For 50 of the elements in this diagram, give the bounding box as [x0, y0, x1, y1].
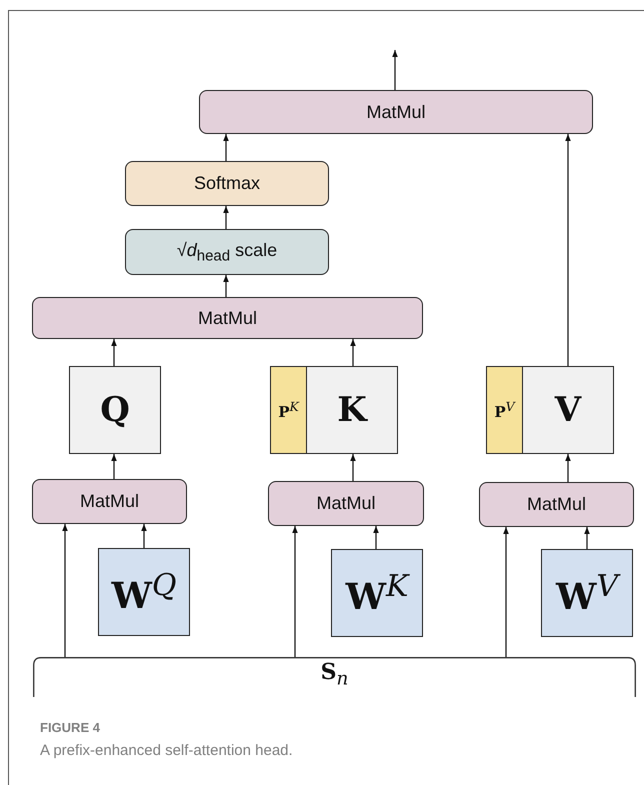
math-symbol: W$^{V}$	[556, 568, 618, 618]
operation-box	[268, 481, 424, 526]
operation-label: MatMul	[80, 491, 139, 512]
operation-box	[32, 297, 423, 339]
arrow	[584, 527, 590, 549]
arrow	[62, 524, 68, 657]
arrow	[350, 339, 356, 366]
prefix-box	[486, 366, 523, 454]
math-symbol: S$_{n}$	[320, 658, 348, 690]
weight-matrix-box	[98, 548, 190, 636]
operation-label: MatMul	[366, 102, 426, 122]
math-symbol: W$^{Q}$	[111, 568, 177, 616]
math-symbol: W$^{K}$	[346, 568, 408, 618]
arrow	[141, 524, 147, 548]
operation-box	[125, 229, 329, 275]
math-symbol: P$^{K}$	[278, 399, 299, 421]
matrix-box	[69, 366, 161, 454]
input-bracket	[33, 657, 636, 697]
arrow	[565, 134, 571, 366]
math-symbol: K	[337, 390, 367, 430]
arrow	[373, 526, 379, 549]
caption: A prefix-enhanced self-attention head.	[40, 742, 293, 759]
math-symbol: V	[554, 390, 582, 430]
figure-number: FIGURE 4	[40, 720, 100, 735]
operation-label: Softmax	[194, 173, 260, 194]
math-symbol: P$^{V}$	[494, 399, 515, 421]
arrow	[392, 50, 398, 90]
arrow	[350, 454, 356, 481]
prefix-box	[270, 366, 307, 454]
weight-matrix-box	[331, 549, 423, 637]
matrix-box	[522, 366, 614, 454]
arrow	[223, 275, 229, 297]
arrow	[111, 339, 117, 366]
operation-box	[199, 90, 593, 134]
operation-label: MatMul	[316, 493, 376, 514]
arrow	[223, 206, 229, 229]
arrow	[292, 526, 298, 657]
arrow	[223, 134, 229, 161]
operation-box	[32, 479, 187, 524]
operation-box	[479, 482, 634, 527]
operation-box	[125, 161, 329, 206]
arrow	[503, 527, 509, 657]
matrix-box	[306, 366, 398, 454]
arrow	[565, 454, 571, 482]
operation-label: MatMul	[526, 494, 586, 515]
math-symbol: Q	[100, 390, 130, 430]
arrow	[111, 454, 117, 479]
weight-matrix-box	[541, 549, 633, 637]
operation-label: MatMul	[198, 308, 257, 328]
operation-label: √d$_{head}$ scale	[176, 240, 278, 264]
